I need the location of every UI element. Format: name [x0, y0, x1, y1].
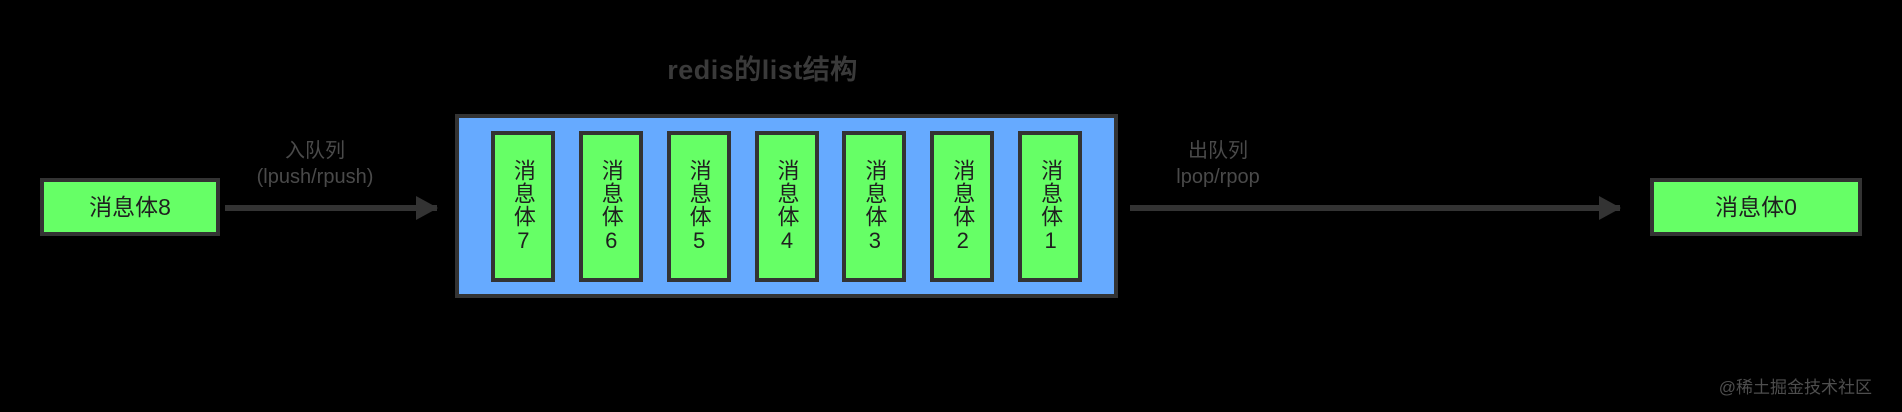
list-cell-label: 消息体1	[1038, 158, 1064, 254]
enqueue-label-line2: (lpush/rpush)	[256, 166, 374, 188]
enqueue-arrow-icon	[225, 205, 437, 211]
list-cell: 消息体2	[930, 130, 995, 282]
list-cell-label: 消息体7	[510, 158, 536, 254]
list-cell-label: 消息体4	[774, 158, 800, 254]
redis-list-items: 消息体7 消息体6 消息体5 消息体4 消息体3 消息体2 消息体1	[459, 118, 1114, 294]
list-cell-label: 消息体5	[686, 158, 712, 254]
dequeue-label: 出队列 lpop/rpop	[1098, 138, 1338, 190]
page-title: redis的list结构	[667, 55, 858, 85]
dequeue-label-line2: lpop/rpop	[1176, 166, 1260, 188]
enqueue-label: 入队列 (lpush/rpush)	[195, 138, 435, 190]
producer-message-label: 消息体8	[89, 193, 171, 220]
list-cell-label: 消息体2	[950, 158, 976, 254]
enqueue-label-line1: 入队列	[285, 140, 345, 162]
list-cell-label: 消息体6	[598, 158, 624, 254]
consumer-message-label: 消息体0	[1715, 193, 1797, 220]
list-cell-label: 消息体3	[862, 158, 888, 254]
list-cell: 消息体3	[842, 130, 907, 282]
dequeue-label-line1: 出队列	[1188, 140, 1248, 162]
producer-message-box: 消息体8	[40, 178, 220, 236]
list-cell: 消息体5	[666, 130, 731, 282]
consumer-message-box: 消息体0	[1650, 178, 1862, 236]
list-cell: 消息体4	[754, 130, 819, 282]
redis-list-container: 消息体7 消息体6 消息体5 消息体4 消息体3 消息体2 消息体1	[455, 114, 1118, 298]
list-cell: 消息体7	[490, 130, 555, 282]
watermark: @稀土掘金技术社区	[1718, 378, 1872, 397]
dequeue-arrow-icon	[1130, 205, 1620, 211]
list-cell: 消息体6	[578, 130, 643, 282]
list-cell: 消息体1	[1018, 130, 1083, 282]
